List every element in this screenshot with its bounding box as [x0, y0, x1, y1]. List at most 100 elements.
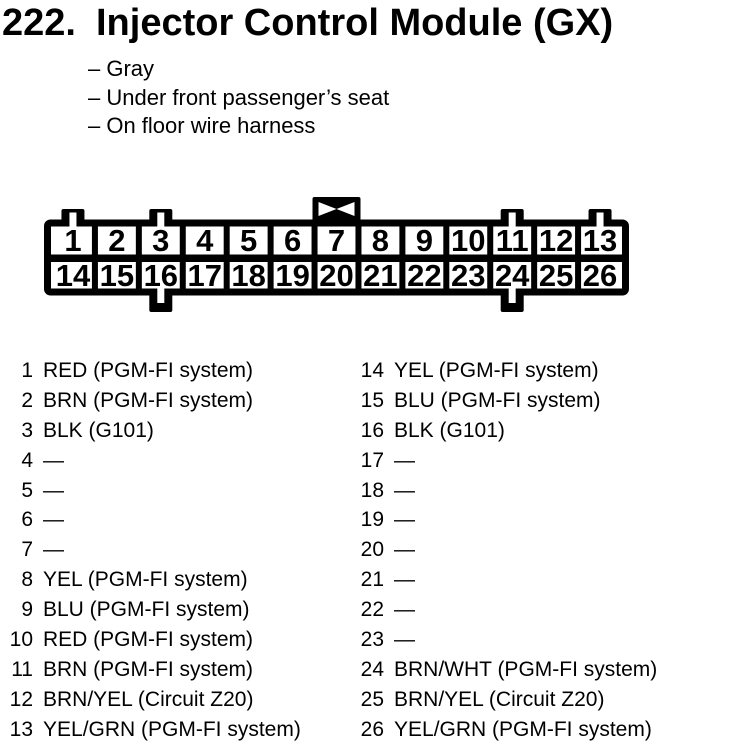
- pin-cell-number: 17: [187, 258, 221, 293]
- pin-description: —: [394, 598, 415, 622]
- pin-cell-number: 6: [284, 223, 301, 258]
- pin-description: —: [394, 448, 415, 472]
- pin-cell-number: 19: [275, 258, 309, 293]
- latch-bowtie: [318, 202, 355, 209]
- location-note: – On floor wire harness: [88, 113, 316, 139]
- pin-number: 6: [21, 508, 33, 532]
- pin-cell-number: 8: [372, 223, 389, 258]
- pin-row: 3 BLK (G101): [0, 416, 301, 446]
- pin-row: 18—: [351, 476, 657, 506]
- tab-slot: [157, 212, 165, 232]
- pin-row: 21 —: [351, 565, 657, 595]
- pin-number: 18: [360, 478, 384, 502]
- row-separator: [51, 254, 622, 262]
- pin-cell-number: 26: [583, 258, 617, 293]
- pin-number: 3: [21, 418, 33, 442]
- pin-description: BRN/YEL (Circuit Z20): [394, 687, 605, 711]
- pin-cell-number: 24: [495, 258, 530, 293]
- pin-description: YEL (PGM-FI system): [43, 568, 248, 592]
- location-note: – Gray: [88, 56, 155, 81]
- pin-description: RED (PGM-FI system): [43, 628, 253, 652]
- tab-slot: [508, 212, 516, 232]
- pin-cell-number: 10: [451, 223, 485, 258]
- pin-number: 14: [360, 359, 384, 382]
- pin-number: 16: [360, 418, 384, 442]
- pin-row: 4—: [0, 446, 301, 476]
- pin-cell-number: 16: [144, 258, 178, 293]
- pin-description: —: [394, 628, 415, 652]
- pin-row: 1 RED (PGM-FI system): [0, 356, 301, 386]
- pin-row: 23—: [351, 625, 657, 655]
- pin-description: BRN (PGM-FI system): [43, 388, 253, 412]
- location-note: – Under front passenger’s seat: [88, 84, 390, 110]
- pin-description: —: [394, 568, 415, 592]
- pin-row: 22—: [351, 595, 657, 625]
- pin-cell-number: 11: [496, 223, 529, 258]
- tab-slot: [69, 212, 77, 232]
- pin-row: 14 YEL (PGM-FI system): [351, 356, 657, 386]
- pin-description: BLU (PGM-FI system): [43, 598, 250, 622]
- pin-row: 20 —: [351, 535, 657, 565]
- pin-description: BRN/YEL (Circuit Z20): [43, 687, 254, 711]
- pin-row: 11 BRN (PGM-FI system): [0, 655, 301, 685]
- pin-cell-number: 3: [152, 223, 169, 258]
- pin-description: BLK (G101): [43, 418, 154, 442]
- pin-description: RED (PGM-FI system): [43, 359, 253, 382]
- pin-description: BRN (PGM-FI system): [43, 657, 253, 681]
- section-title: Injector Control Module (GX): [96, 2, 614, 44]
- pin-row: 9 BLU (PGM-FI system): [0, 595, 301, 625]
- pin-row: 2 BRN (PGM-FI system): [0, 386, 301, 416]
- pin-number: 10: [9, 628, 33, 652]
- pin-description: BRN/WHT (PGM-FI system): [394, 657, 658, 681]
- pin-description: YEL/GRN (PGM-FI system): [43, 717, 301, 741]
- pin-number: 25: [360, 687, 384, 711]
- pin-cell-number: 7: [328, 223, 345, 258]
- pin-number: 21: [360, 568, 384, 592]
- pin-number: 5: [21, 478, 33, 502]
- location-notes: – Gray – Under front passenger’s seat – On…: [88, 55, 389, 141]
- pin-number: 24: [360, 657, 384, 681]
- pin-cell-number: 18: [231, 258, 265, 293]
- tab-slot: [508, 283, 516, 303]
- pin-description: —: [43, 538, 64, 562]
- pin-row: 25 BRN/YEL (Circuit Z20): [351, 685, 657, 715]
- page-title: 222. Injector Control Module (GX): [2, 1, 613, 45]
- pin-number: 2: [21, 388, 33, 412]
- pin-row: 24 BRN/WHT (PGM-FI system): [351, 655, 658, 685]
- pin-description: —: [394, 538, 415, 562]
- pin-cell-number: 23: [451, 258, 485, 293]
- pin-row: 17 —: [351, 446, 657, 476]
- pin-cell-number: 1: [64, 223, 81, 258]
- pin-number: 11: [11, 657, 33, 681]
- pin-cell-number: 15: [100, 258, 134, 293]
- pin-cell-number: 20: [319, 258, 353, 293]
- pin-number: 9: [21, 598, 33, 622]
- pin-number: 26: [360, 717, 384, 741]
- tab-slot: [596, 212, 604, 232]
- pin-cell-number: 2: [108, 223, 125, 258]
- pin-description: YEL/GRN (PGM-FI system): [394, 717, 652, 741]
- pin-cell-number: 22: [407, 258, 441, 293]
- pin-number: 19: [360, 508, 384, 532]
- pin-description: —: [394, 508, 415, 532]
- pin-cell-number: 21: [363, 258, 397, 293]
- section-number: 222.: [2, 2, 76, 44]
- pin-cell-number: 13: [583, 223, 617, 258]
- pin-row: 6—: [0, 505, 301, 535]
- pin-description: —: [43, 508, 64, 532]
- pin-row: 5—: [0, 476, 301, 506]
- pin-number: 1: [21, 359, 33, 382]
- pin-cell-number: 4: [196, 223, 214, 258]
- pin-number: 20: [360, 538, 384, 562]
- pin-description: YEL (PGM-FI system): [394, 359, 599, 382]
- pin-description: —: [43, 478, 64, 502]
- pin-number: 17: [360, 448, 384, 472]
